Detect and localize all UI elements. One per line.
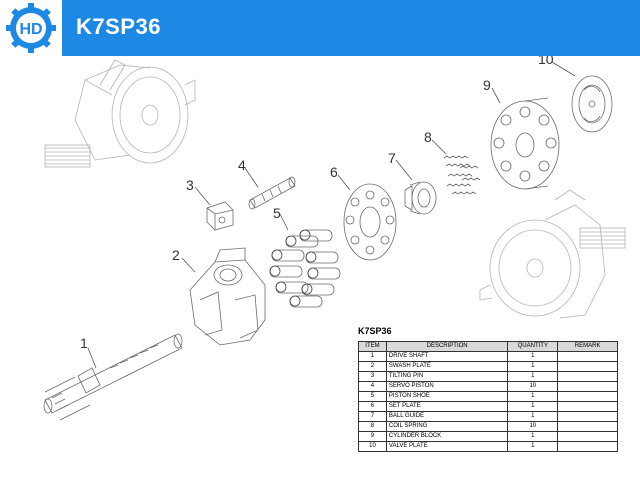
- cell-description: VALVE PLATE: [385, 441, 509, 452]
- cell-remark: [557, 371, 618, 382]
- cell-remark: [557, 401, 618, 412]
- cell-remark: [557, 411, 618, 422]
- cell-description: SET PLATE: [385, 401, 509, 412]
- callout-6: 6: [330, 164, 338, 180]
- part-valve-plate: [571, 75, 613, 133]
- part-piston-shoes: [269, 229, 341, 308]
- table-row: 10 VALVE PLATE 1: [358, 441, 618, 452]
- callout-3: 3: [186, 177, 194, 193]
- cell-quantity: 1: [507, 391, 559, 402]
- cell-remark: [557, 361, 618, 372]
- cell-description: SWASH PLATE: [385, 361, 509, 372]
- cell-description: SERVO PISTON: [385, 381, 509, 392]
- part-swash-plate: [189, 247, 266, 346]
- cell-item: 1: [358, 351, 387, 362]
- cell-remark: [557, 391, 618, 402]
- table-row: 8 COIL SPRING 10: [358, 421, 618, 432]
- parts-table-title: K7SP36: [358, 326, 392, 336]
- header-bar: HD K7SP36: [0, 0, 640, 56]
- cell-item: 10: [358, 441, 387, 452]
- cell-description: PISTON SHOE: [385, 391, 509, 402]
- cell-quantity: 10: [507, 381, 559, 392]
- table-row: 1 DRIVE SHAFT 1: [358, 351, 618, 362]
- part-cylinder-block: [490, 97, 560, 190]
- assembled-pump-bottom-right: [479, 189, 626, 319]
- column-header-description: DESCRIPTION: [385, 341, 509, 352]
- cell-description: BALL GUIDE: [385, 411, 509, 422]
- cell-quantity: 1: [507, 411, 559, 422]
- cell-description: DRIVE SHAFT: [385, 351, 509, 362]
- callout-4: 4: [238, 157, 246, 173]
- part-drive-shaft: [43, 333, 183, 421]
- cell-quantity: 1: [507, 401, 559, 412]
- logo-text: HD: [19, 21, 42, 38]
- column-header-remark: REMARK: [557, 341, 618, 352]
- cell-remark: [557, 351, 618, 362]
- cell-remark: [557, 421, 618, 432]
- cell-item: 3: [358, 371, 387, 382]
- part-set-plate: [343, 183, 397, 261]
- cell-item: 9: [358, 431, 387, 442]
- cell-item: 7: [358, 411, 387, 422]
- table-row: 7 BALL GUIDE 1: [358, 411, 618, 422]
- callout-5: 5: [273, 205, 281, 221]
- table-row: 9 CYLINDER BLOCK 1: [358, 431, 618, 442]
- cell-quantity: 1: [507, 371, 559, 382]
- column-header-item: ITEM: [358, 341, 387, 352]
- callout-2: 2: [172, 247, 180, 263]
- part-tilting-pin: [206, 201, 234, 231]
- callout-7: 7: [388, 150, 396, 166]
- page-title: K7SP36: [76, 14, 161, 39]
- cell-item: 5: [358, 391, 387, 402]
- part-ball-guide: [404, 181, 437, 215]
- cell-description: COIL SPRING: [385, 421, 509, 432]
- cell-quantity: 1: [507, 351, 559, 362]
- callout-10: 10: [538, 56, 554, 67]
- column-header-quantity: QUANTITY: [507, 341, 559, 352]
- cell-description: CYLINDER BLOCK: [385, 431, 509, 442]
- table-row: 6 SET PLATE 1: [358, 401, 618, 412]
- cell-item: 6: [358, 401, 387, 412]
- table-row: 2 SWASH PLATE 1: [358, 361, 618, 372]
- part-coil-springs: [443, 155, 481, 195]
- cell-quantity: 10: [507, 421, 559, 432]
- table-row: 4 SERVO PISTON 10: [358, 381, 618, 392]
- cell-description: TILTING PIN: [385, 371, 509, 382]
- table-row: 3 TILTING PIN 1: [358, 371, 618, 382]
- callout-9: 9: [483, 77, 491, 93]
- cell-quantity: 1: [507, 431, 559, 442]
- parts-table-container: K7SP36 ITEM DESCRIPTION QUANTITY REMARK …: [358, 326, 618, 452]
- cell-remark: [557, 431, 618, 442]
- table-header-row: ITEM DESCRIPTION QUANTITY REMARK: [358, 341, 618, 352]
- cell-remark: [557, 441, 618, 452]
- exploded-view-diagram: 1 2 3 4 5 6 7 8 9 10: [43, 56, 626, 421]
- logo-container: HD: [0, 0, 62, 56]
- callout-1: 1: [80, 335, 88, 351]
- cell-quantity: 1: [507, 361, 559, 372]
- cell-item: 4: [358, 381, 387, 392]
- cell-item: 8: [358, 421, 387, 432]
- cell-item: 2: [358, 361, 387, 372]
- hd-logo-icon: HD: [6, 3, 56, 53]
- assembled-pump-top-left: [44, 59, 196, 168]
- parts-table: ITEM DESCRIPTION QUANTITY REMARK 1 DRIVE…: [358, 341, 618, 452]
- part-servo-piston: [248, 176, 296, 210]
- cell-quantity: 1: [507, 441, 559, 452]
- callout-8: 8: [424, 129, 432, 145]
- table-row: 5 PISTON SHOE 1: [358, 391, 618, 402]
- cell-remark: [557, 381, 618, 392]
